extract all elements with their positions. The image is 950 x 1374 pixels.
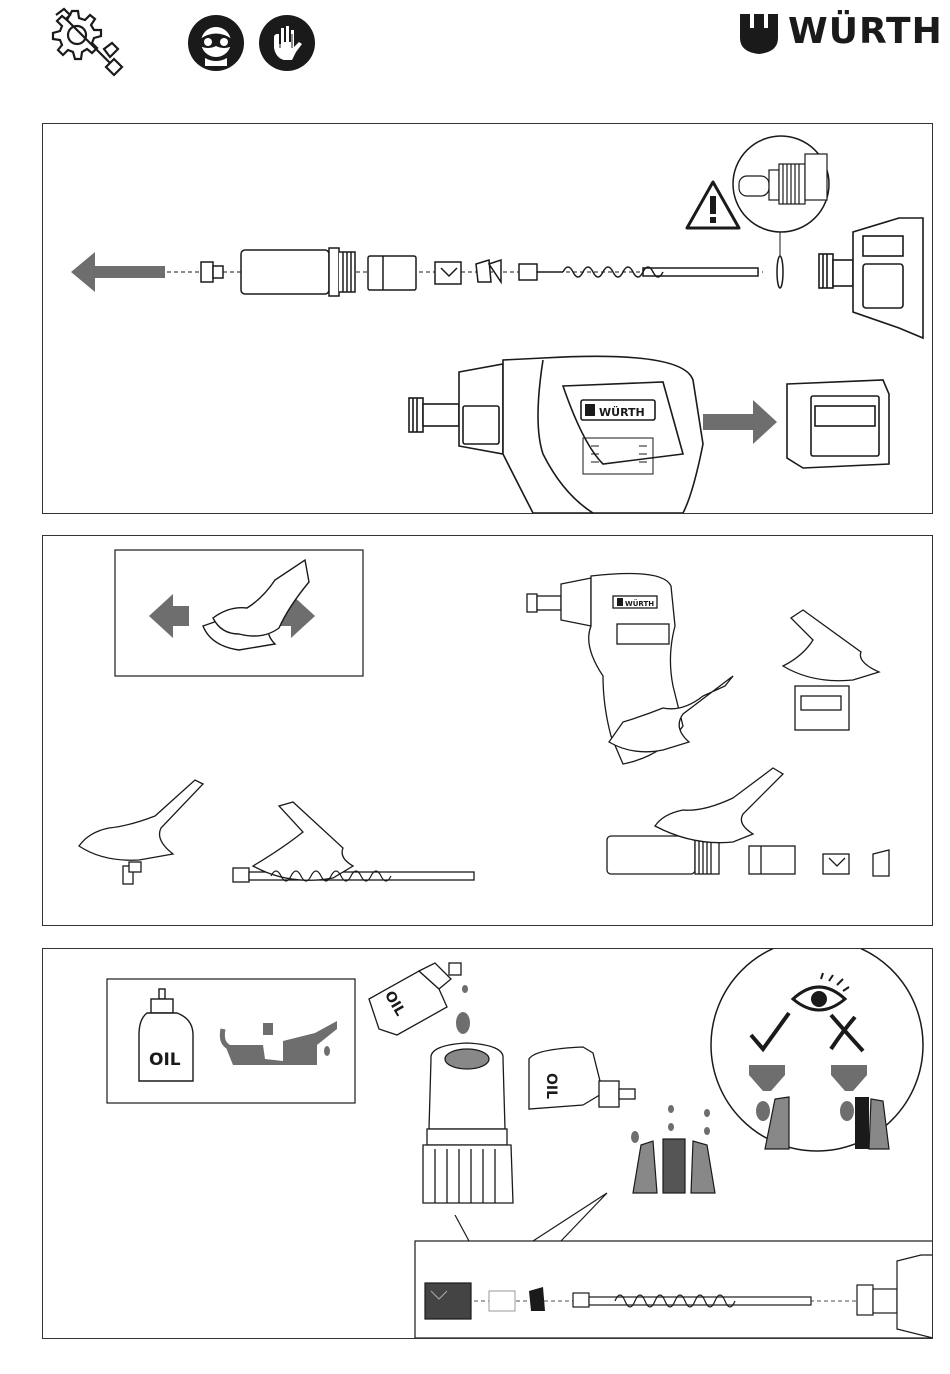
- arrow-right-icon: [703, 400, 777, 444]
- eye-protection-icon: [187, 14, 245, 72]
- bottle-label-2: OIL: [543, 1073, 559, 1099]
- warning-icon: [687, 182, 739, 228]
- cleaning-illustration: WÜRTH: [43, 536, 932, 925]
- brand-logo: WÜRTH: [740, 12, 936, 56]
- logo-mark-icon: [740, 14, 778, 54]
- tool-brand-label: WÜRTH: [599, 405, 645, 419]
- header: WÜRTH: [0, 0, 950, 110]
- tool-brand-label: WÜRTH: [625, 599, 654, 608]
- brand-name: WÜRTH: [788, 10, 943, 54]
- panel-lubrication: OIL OIL OIL: [42, 948, 933, 1339]
- panel-cleaning: WÜRTH: [42, 535, 933, 926]
- lubrication-illustration: OIL OIL OIL: [43, 949, 932, 1338]
- maintenance-icon: [42, 5, 132, 83]
- disassembly-illustration: WÜRTH: [43, 124, 932, 513]
- arrow-left-icon: [71, 252, 165, 292]
- gloves-icon: [258, 14, 316, 72]
- oil-label: OIL: [149, 1050, 181, 1070]
- panel-disassembly: WÜRTH: [42, 123, 933, 514]
